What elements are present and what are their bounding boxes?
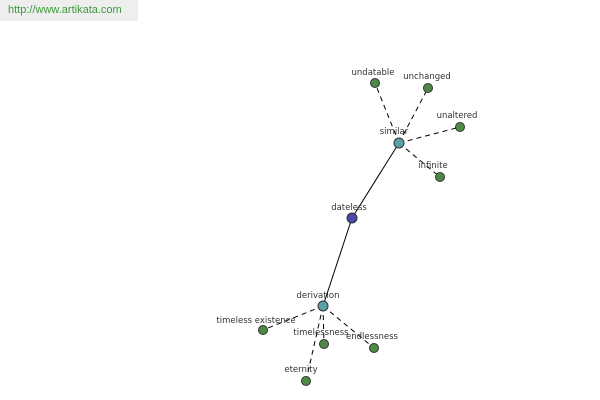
- node-marker-infinite[interactable]: [435, 172, 445, 182]
- node-marker-unchanged[interactable]: [423, 83, 433, 93]
- node-marker-similar[interactable]: [393, 137, 405, 149]
- edge-dateless-similar: [351, 142, 400, 219]
- edge-derivation-timeless-existence: [262, 305, 324, 331]
- graph-edges: [262, 82, 461, 382]
- node-marker-derivation[interactable]: [317, 300, 329, 312]
- node-label-infinite: infinite: [418, 161, 447, 171]
- edge-derivation-endlessness: [322, 305, 375, 349]
- node-infinite[interactable]: infinite: [418, 161, 448, 182]
- source-url-banner[interactable]: http://www.artikata.com: [0, 0, 138, 21]
- node-marker-dateless[interactable]: [346, 212, 358, 224]
- edge-similar-unaltered: [398, 126, 461, 144]
- edge-derivation-eternity: [305, 305, 324, 382]
- node-label-similar: similar: [380, 127, 409, 137]
- node-dateless[interactable]: dateless: [331, 203, 367, 224]
- graph-nodes: dateless similar derivation undatable unchan…: [216, 68, 477, 386]
- node-similar[interactable]: similar: [380, 127, 409, 149]
- edge-similar-infinite: [398, 142, 441, 178]
- edge-similar-unchanged: [398, 87, 429, 144]
- node-label-dateless: dateless: [331, 203, 367, 213]
- node-label-derivation: derivation: [296, 291, 339, 301]
- node-eternity[interactable]: eternity: [284, 365, 318, 386]
- node-marker-undatable[interactable]: [370, 78, 380, 88]
- node-label-timeless-existence: timeless existence: [216, 316, 295, 326]
- node-undatable[interactable]: undatable: [352, 68, 395, 88]
- node-unchanged[interactable]: unchanged: [403, 72, 451, 93]
- node-label-endlessness: endlessness: [346, 332, 399, 342]
- node-label-unchanged: unchanged: [403, 72, 450, 82]
- node-derivation[interactable]: derivation: [296, 291, 340, 312]
- node-marker-timelessness[interactable]: [319, 339, 329, 349]
- node-endlessness[interactable]: endlessness: [346, 332, 399, 353]
- node-unaltered[interactable]: unaltered: [437, 111, 478, 132]
- edge-derivation-timelessness: [322, 305, 325, 345]
- node-marker-eternity[interactable]: [301, 376, 311, 386]
- node-marker-timeless-existence[interactable]: [258, 325, 268, 335]
- node-label-unaltered: unaltered: [437, 111, 478, 121]
- node-marker-endlessness[interactable]: [369, 343, 379, 353]
- node-marker-unaltered[interactable]: [455, 122, 465, 132]
- node-timeless-existence[interactable]: timeless existence: [216, 316, 296, 335]
- edge-similar-undatable: [374, 82, 400, 144]
- node-label-eternity: eternity: [284, 365, 317, 375]
- edge-dateless-derivation: [322, 217, 353, 307]
- node-label-timelessness: timelessness: [293, 328, 349, 338]
- node-label-undatable: undatable: [352, 68, 395, 78]
- node-timelessness[interactable]: timelessness: [293, 328, 349, 349]
